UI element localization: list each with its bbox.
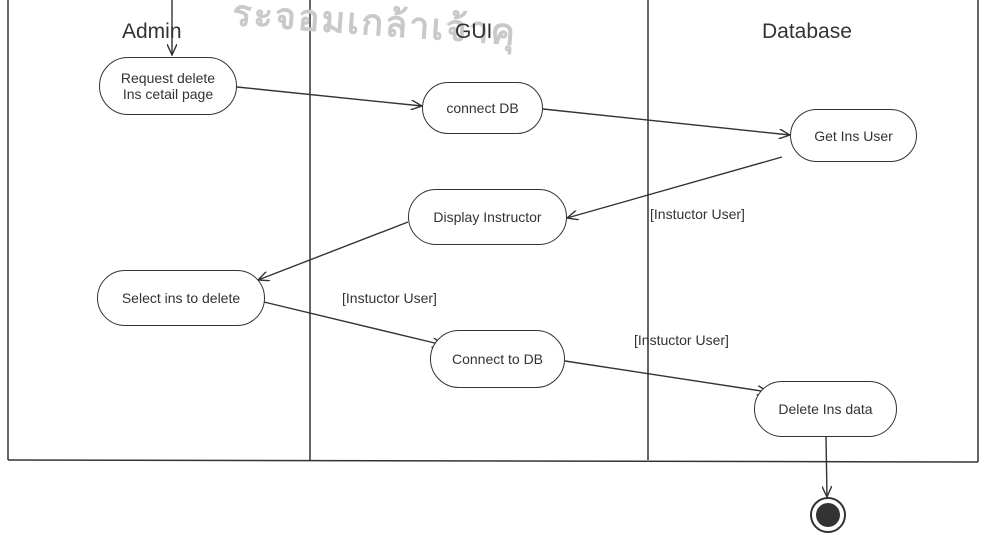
node-display-instructor-label: Display Instructor — [433, 209, 542, 225]
node-delete-ins-data: Delete Ins data — [754, 381, 897, 437]
lane-frame-bottom — [7, 459, 979, 463]
node-select-ins: Select ins to delete — [97, 270, 265, 326]
node-connect-to-db: Connect to DB — [430, 330, 565, 388]
node-get-ins-user-label: Get Ins User — [814, 127, 893, 144]
lane-title-gui: GUI — [455, 20, 493, 43]
flow-getuser-display — [567, 156, 783, 218]
flow-select-connect — [263, 301, 443, 345]
guard-label: [Instuctor User] — [634, 332, 729, 348]
flow-delete-final — [826, 436, 827, 497]
node-request-delete-line2: Ins cetail page — [122, 86, 214, 102]
flow-display-select — [258, 221, 409, 280]
lane-title-admin: Admin — [122, 20, 182, 43]
node-select-ins-label: Select ins to delete — [121, 290, 241, 306]
node-delete-ins-data-label: Delete Ins data — [778, 401, 873, 417]
node-get-ins-user: Get Ins User — [790, 109, 917, 162]
node-display-instructor: Display Instructor — [408, 189, 567, 245]
final-node-dot — [816, 503, 840, 527]
flow-request-connect — [236, 86, 422, 106]
node-request-delete-line1: Request delete — [120, 70, 216, 86]
node-connect-db-label: connect DB — [446, 100, 519, 116]
node-request-delete: Request delete Ins cetail page — [99, 57, 237, 115]
flow-connect-getuser — [542, 108, 790, 135]
guard-label: [Instuctor User] — [342, 290, 437, 306]
node-connect-to-db-label: Connect to DB — [451, 351, 544, 367]
node-connect-db: connect DB — [422, 82, 543, 134]
flow-connect-delete — [564, 360, 768, 392]
lane-title-database: Database — [762, 20, 852, 43]
guard-label: [Instuctor User] — [650, 206, 745, 222]
